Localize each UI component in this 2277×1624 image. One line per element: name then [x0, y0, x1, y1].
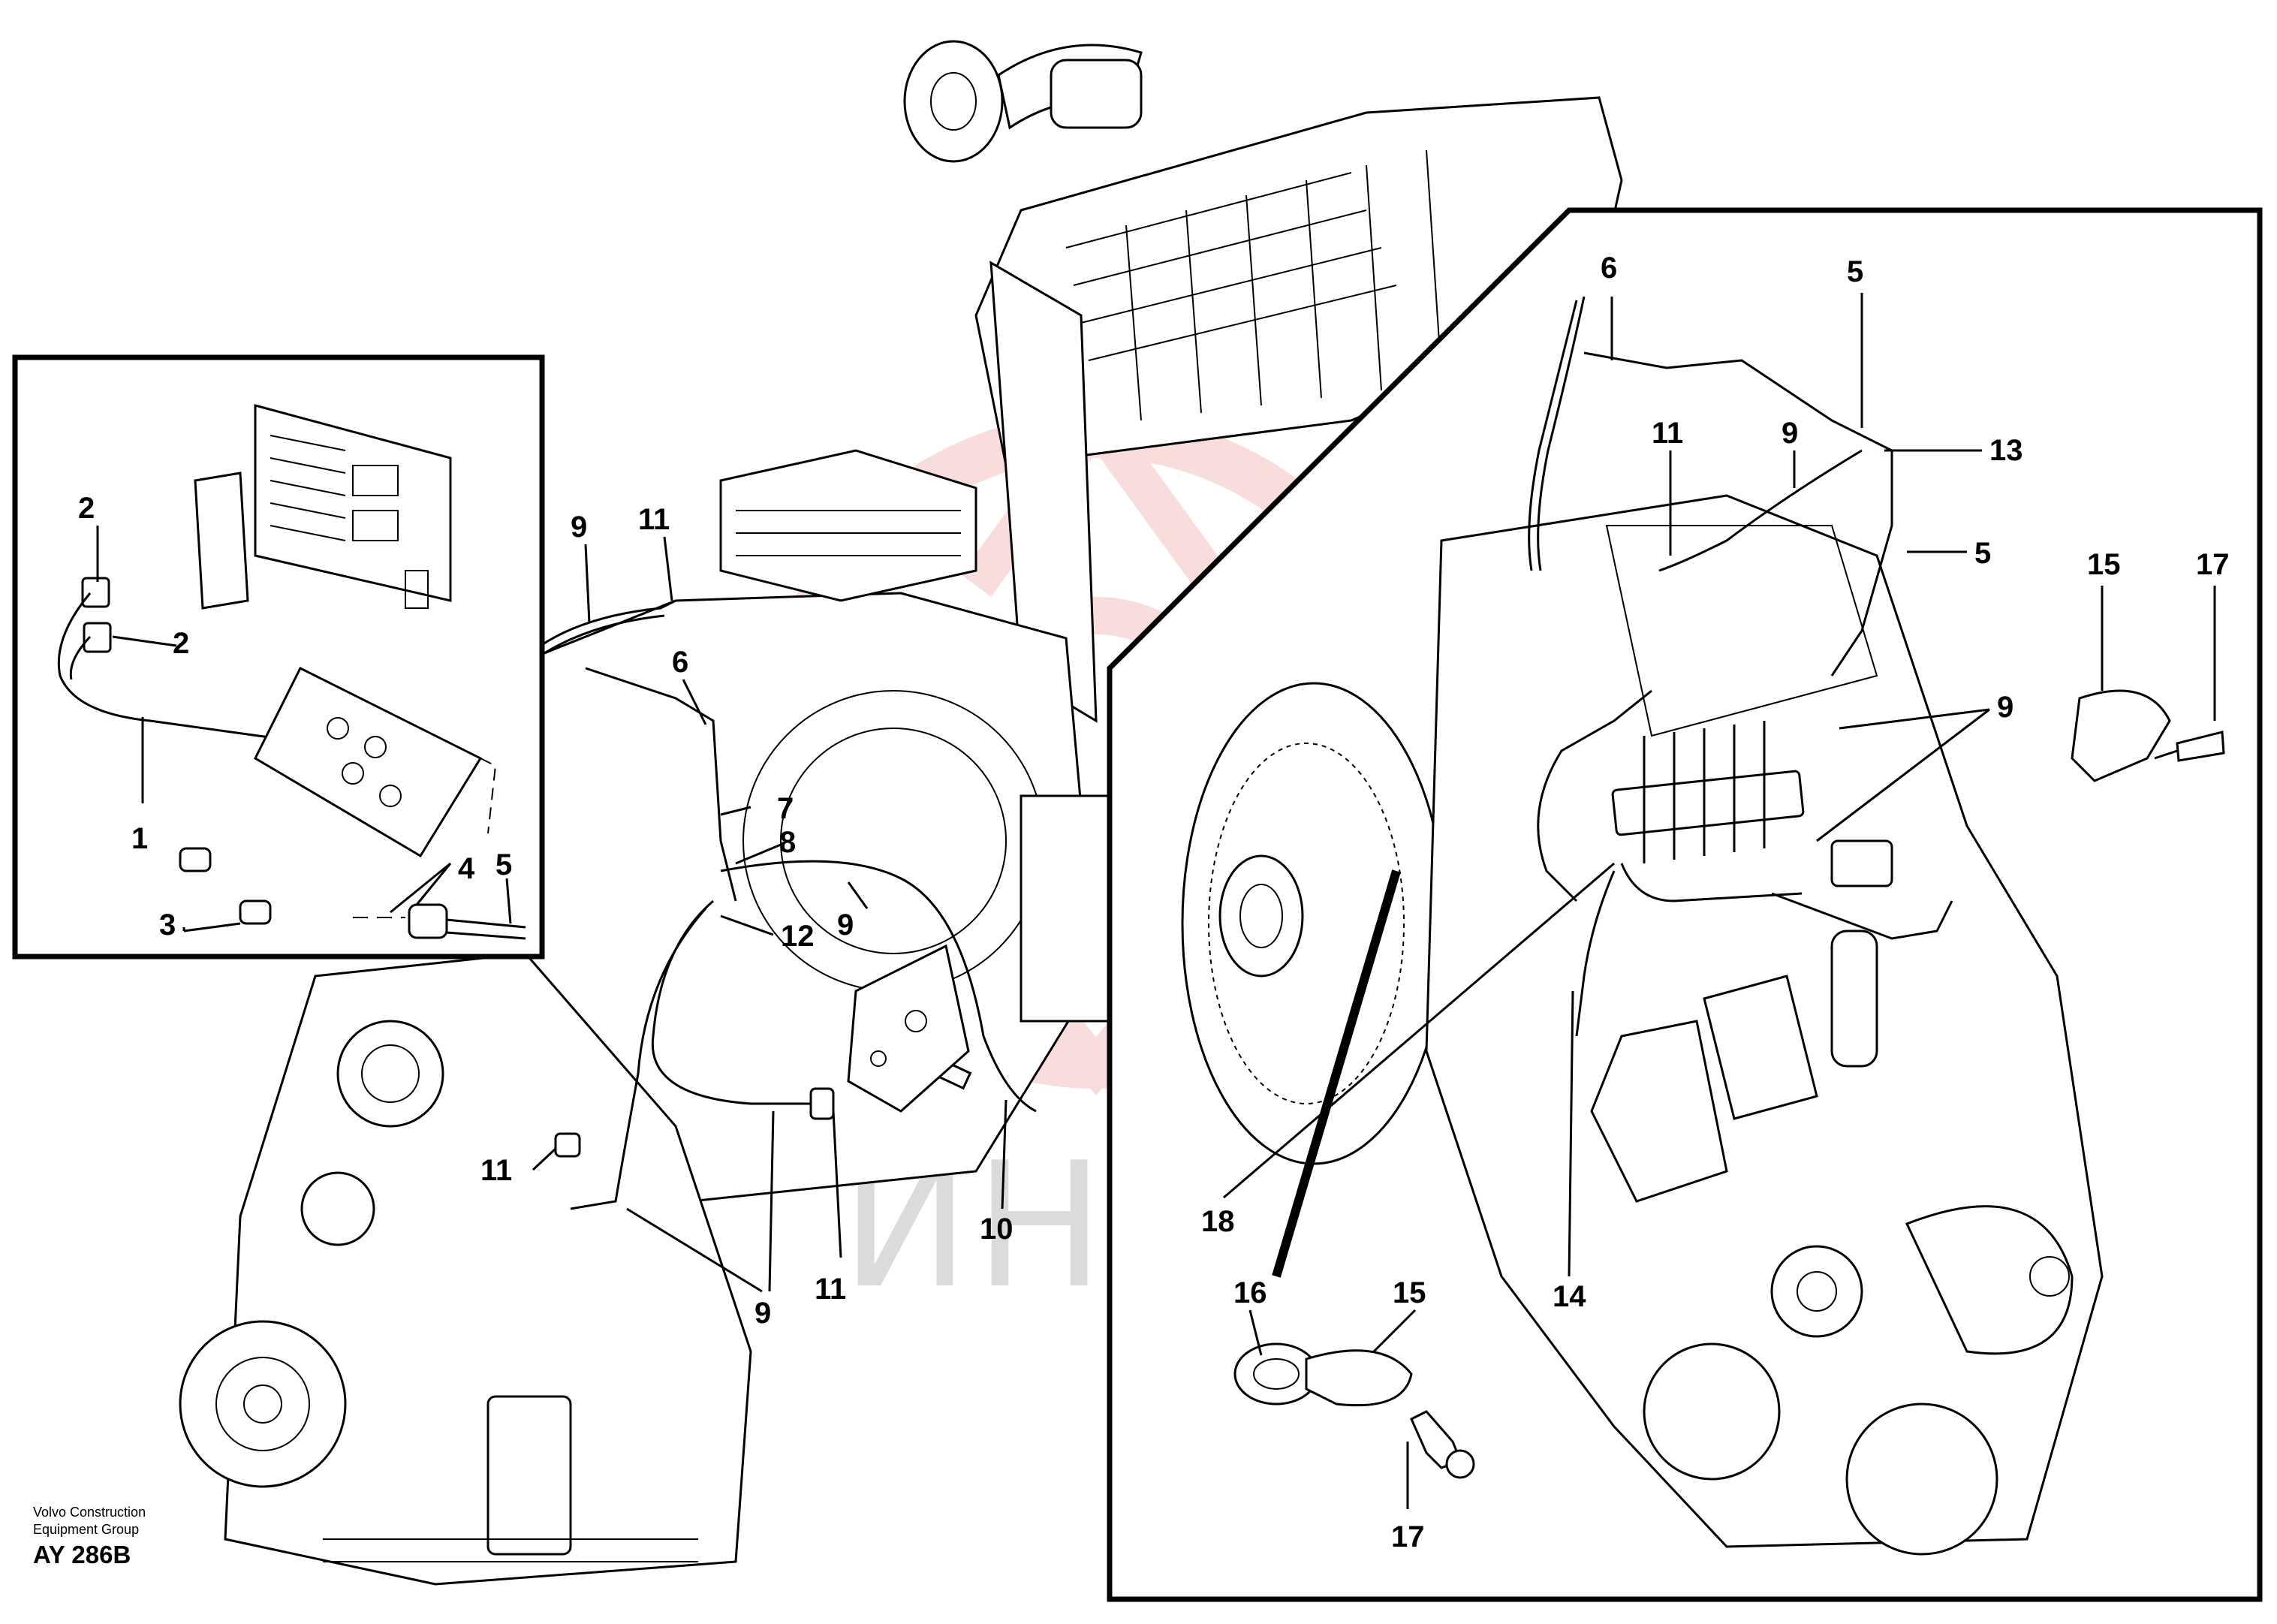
callout-8: 8: [779, 826, 796, 859]
callout-9-right-mid: 9: [1997, 691, 2013, 724]
callout-11-right: 11: [1652, 417, 1683, 450]
callout-15-bottom: 15: [1393, 1276, 1426, 1309]
callout-10: 10: [980, 1213, 1014, 1246]
callout-9-left-bottom: 9: [754, 1297, 771, 1330]
callout-5-inset: 5: [495, 848, 512, 881]
callout-9-left-top: 9: [571, 511, 587, 544]
callout-17-top: 17: [2196, 548, 2230, 581]
callout-3: 3: [159, 908, 176, 942]
callout-13: 13: [1989, 434, 2023, 467]
callout-11-left-top: 11: [638, 503, 670, 536]
callout-9-right-top: 9: [1782, 417, 1798, 450]
callout-6-left: 6: [672, 646, 688, 679]
callout-11-left-side: 11: [480, 1154, 512, 1187]
left-harness: [540, 599, 1037, 1210]
leader-lines: [96, 293, 2216, 1509]
inset-box: [12, 354, 545, 960]
callout-7: 7: [777, 792, 794, 825]
callout-18: 18: [1201, 1205, 1235, 1238]
control-valve: [847, 944, 970, 1113]
callout-15-top: 15: [2087, 548, 2121, 581]
callout-9-left-mid: 9: [837, 908, 854, 942]
callout-16: 16: [1233, 1276, 1267, 1309]
footer-drawing-code: AY 286B: [33, 1541, 131, 1568]
engine-block: [903, 40, 1623, 723]
connector-bank: [1575, 721, 1805, 1037]
right-detail-box: [1107, 207, 2263, 1602]
callout-14: 14: [1553, 1280, 1586, 1313]
footer-company-line2: Equipment Group: [33, 1522, 140, 1537]
callout-11-left-bottom: 11: [815, 1273, 846, 1306]
callout-4: 4: [458, 852, 475, 885]
callout-6-right: 6: [1601, 252, 1617, 285]
callout-1: 1: [131, 822, 148, 855]
lower-gearbox: [179, 952, 752, 1586]
callout-2-upper: 2: [78, 492, 95, 525]
callout-numbers: 2 2 1 3 4 5 9 11 6 7 8 9 12 10 11 9 11 6…: [78, 252, 2230, 1553]
callout-2-lower: 2: [173, 627, 189, 660]
callout-5-right-mid: 5: [1974, 537, 1991, 570]
footer-company-line1: Volvo Construction: [33, 1505, 146, 1520]
callout-12: 12: [781, 920, 815, 953]
callout-5-right-top: 5: [1847, 255, 1863, 288]
callout-17-bottom: 17: [1391, 1520, 1425, 1553]
